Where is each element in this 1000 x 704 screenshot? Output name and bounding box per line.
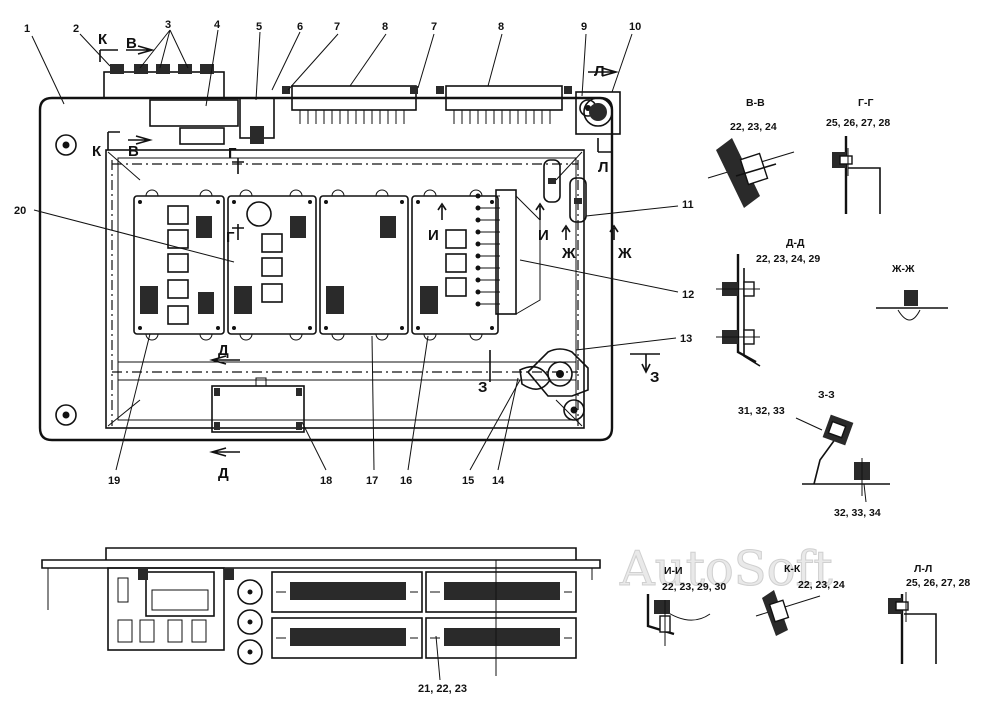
callout-8-left: 8: [382, 21, 388, 33]
section-letters: К В К В Г Г Д Д И И Ж Ж З З Л Л: [92, 31, 659, 482]
callout-8-right: 8: [498, 21, 504, 33]
section-letter-k-top: К: [98, 31, 108, 48]
callout-14: 14: [492, 475, 505, 487]
section-parts-i-i: 22, 23, 29, 30: [662, 581, 726, 593]
section-letter-k-bottom: К: [92, 143, 102, 160]
callout-7-left: 7: [334, 21, 340, 33]
callout-2: 2: [73, 23, 79, 35]
section-detail-l-l: Л-Л 25, 26, 27, 28: [888, 563, 970, 664]
section-detail-i-i: И-И 22, 23, 29, 30: [646, 565, 726, 646]
section-letter-g-top: Г: [228, 145, 237, 162]
section-detail-k-k: К-К 22, 23, 24: [755, 563, 845, 636]
section-parts-g-g: 25, 26, 27, 28: [826, 117, 890, 129]
callout-10: 10: [629, 21, 641, 33]
callout-4: 4: [214, 19, 221, 31]
callout-12: 12: [682, 289, 694, 301]
callout-1: 1: [24, 23, 30, 35]
callout-7-right: 7: [431, 21, 437, 33]
section-parts-k-k: 22, 23, 24: [798, 579, 845, 591]
section-detail-z-z: З-З 31, 32, 33 32, 33, 34: [738, 389, 890, 519]
section-detail-zh-zh: Ж-Ж: [876, 263, 948, 321]
section-detail-v-v: В-В 22, 23, 24: [707, 97, 795, 208]
callout-3: 3: [165, 19, 171, 31]
callout-9: 9: [581, 21, 587, 33]
module-boards: [133, 189, 499, 341]
callout-19: 19: [108, 475, 120, 487]
watermark-text: AutoSoft: [619, 541, 833, 597]
section-letter-v-top: В: [126, 35, 137, 52]
section-title-v-v: В-В: [746, 97, 765, 109]
section-letter-l-bottom: Л: [598, 159, 609, 176]
side-view: [41, 547, 601, 676]
section-letter-zh-left: Ж: [561, 245, 576, 262]
section-parts2-z-z: 32, 33, 34: [834, 507, 881, 519]
section-letter-d-bottom: Д: [218, 465, 229, 482]
section-letter-d-top: Д: [218, 342, 229, 359]
section-letter-i-left: И: [428, 227, 439, 244]
main-plan-view: [38, 64, 621, 442]
section-title-l-l: Л-Л: [914, 563, 932, 575]
terminal-block: [475, 189, 541, 315]
callout-5: 5: [256, 21, 262, 33]
section-letter-g-bottom: Г: [226, 229, 235, 246]
callout-11: 11: [682, 199, 694, 211]
section-title-k-k: К-К: [784, 563, 801, 575]
section-title-zh-zh: Ж-Ж: [891, 263, 915, 275]
callout-numbers: 1 2 3 4 5 6 7 7 8 8 9 10 11 12 13 14 15 …: [14, 19, 694, 487]
section-letter-v-bottom: В: [128, 143, 139, 160]
section-title-d-d: Д-Д: [786, 237, 805, 249]
callout-15: 15: [462, 475, 474, 487]
section-parts-d-d: 22, 23, 24, 29: [756, 253, 820, 265]
callout-20: 20: [14, 205, 26, 217]
section-title-z-z: З-З: [818, 389, 835, 401]
section-parts-l-l: 25, 26, 27, 28: [906, 577, 970, 589]
callout-17: 17: [366, 475, 378, 487]
section-parts-v-v: 22, 23, 24: [730, 121, 777, 133]
leader-lines: [31, 29, 679, 681]
callout-6: 6: [297, 21, 303, 33]
section-letter-l-top: Л: [594, 63, 605, 80]
section-parts-z-z: 31, 32, 33: [738, 405, 785, 417]
callout-18: 18: [320, 475, 332, 487]
section-detail-g-g: Г-Г 25, 26, 27, 28: [826, 97, 890, 214]
callout-21-22-23: 21, 22, 23: [418, 683, 467, 695]
section-detail-d-d: Д-Д 22, 23, 24, 29: [716, 237, 820, 367]
section-letter-zh-right: Ж: [617, 245, 632, 262]
section-title-i-i: И-И: [664, 565, 683, 577]
section-title-g-g: Г-Г: [858, 97, 873, 109]
section-letter-i-right: И: [538, 227, 549, 244]
section-letter-z-left: З: [478, 379, 487, 396]
section-letter-z-right: З: [650, 369, 659, 386]
callout-16: 16: [400, 475, 412, 487]
callout-13: 13: [680, 333, 692, 345]
